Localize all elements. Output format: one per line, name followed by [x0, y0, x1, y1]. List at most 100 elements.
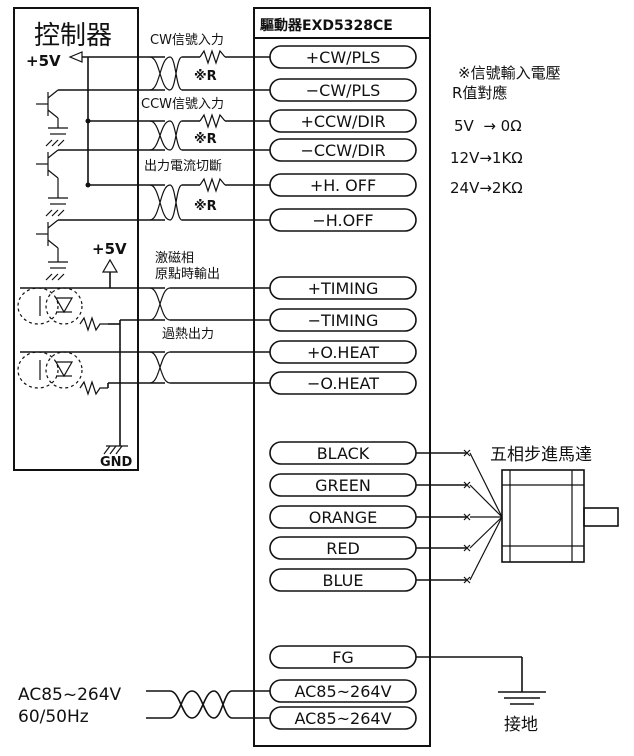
ground-label: 接地: [504, 715, 538, 735]
terminal-box: [269, 173, 417, 197]
terminal-label: −TIMING: [308, 311, 379, 330]
twisted-pair-icon: [149, 120, 183, 151]
vcc2-label: +5V: [92, 240, 127, 258]
driver-box: [253, 7, 431, 747]
terminal-output-2: +O.HEAT: [269, 340, 417, 364]
motor-leads: [469, 452, 503, 581]
twisted-pair-icon: [149, 184, 183, 221]
terminal-motor-1: GREEN: [269, 473, 417, 497]
terminal-power-0: FG: [269, 645, 417, 669]
connector-x-icon: [463, 449, 471, 584]
ground-icon: [45, 203, 66, 217]
twisted-pair-icon: [149, 56, 183, 91]
power-label-1: AC85~264V: [18, 685, 122, 705]
photocoupler-icon: [17, 351, 83, 389]
terminal-box: [269, 208, 417, 232]
vcc-arrow-icon: [68, 51, 83, 63]
resistor-icon: [199, 49, 226, 65]
terminal-motor-2: ORANGE: [269, 505, 417, 529]
note-row: 12V→1KΩ: [450, 149, 523, 167]
transistor-icon: [36, 219, 68, 263]
terminal-label: AC85~264V: [294, 682, 391, 701]
timing-signal-label: 激磁相 原點時輸出: [155, 251, 220, 282]
terminal-label: +CCW/DIR: [300, 112, 385, 131]
terminal-label: +CW/PLS: [306, 48, 381, 67]
terminal-label: +O.HEAT: [307, 343, 379, 362]
twisted-pair-icon: [149, 287, 171, 321]
power-label-2: 60/50Hz: [18, 707, 89, 727]
terminal-label: +TIMING: [308, 279, 379, 298]
r-note-label: ※R: [194, 199, 217, 214]
oheat-signal-label: 過熱出力: [162, 327, 214, 342]
terminal-box: [269, 371, 417, 395]
terminal-label: −CCW/DIR: [300, 141, 385, 160]
ground-icon: [103, 445, 128, 455]
terminal-motor-0: BLACK: [269, 441, 417, 465]
terminal-group: +CW/PLS −CW/PLS +CCW/DIR −CCW/DIR +H. OFF −H.…: [269, 45, 417, 730]
gnd-label: GND: [100, 455, 133, 470]
r-note-label: ※R: [194, 69, 217, 84]
note-row: 5V → 0Ω: [454, 117, 522, 135]
terminal-label: −CW/PLS: [306, 81, 381, 100]
terminal-label: ORANGE: [309, 508, 377, 527]
terminal-power-1: AC85~264V: [269, 679, 417, 703]
note-line2: R值對應: [452, 84, 507, 102]
terminal-output-3: −O.HEAT: [269, 371, 417, 395]
terminal-output-0: +TIMING: [269, 276, 417, 300]
terminal-box: [269, 308, 417, 332]
resistor-icon: [199, 113, 226, 129]
terminal-label: RED: [326, 539, 360, 558]
resistor-icon: [199, 177, 226, 193]
ccw-signal-label: CCW信號入力: [141, 97, 224, 112]
twisted-pair-icon: [149, 351, 171, 384]
ground-icon: [45, 267, 66, 281]
terminal-input-3: −CCW/DIR: [269, 138, 417, 162]
controller-title: 控制器: [34, 21, 112, 51]
terminal-input-5: −H.OFF: [269, 208, 417, 232]
terminal-motor-3: RED: [269, 536, 417, 560]
terminal-label: −O.HEAT: [307, 374, 379, 393]
fg-wiring: [416, 656, 523, 692]
terminal-label: −H.OFF: [312, 211, 373, 230]
note-line1: ※信號輸入電壓: [458, 64, 561, 82]
motor-label: 五相步進馬達: [490, 445, 592, 465]
hoff-signal-label: 出力電流切斷: [144, 159, 222, 174]
earth-ground-icon: [498, 691, 546, 705]
terminal-label: FG: [332, 648, 354, 667]
terminal-output-1: −TIMING: [269, 308, 417, 332]
stepper-motor-icon: [501, 469, 619, 563]
controller-box: [13, 7, 139, 471]
terminal-power-2: AC85~264V: [269, 706, 417, 730]
terminal-label: BLACK: [317, 444, 370, 463]
terminal-input-4: +H. OFF: [269, 173, 417, 197]
terminal-box: [269, 78, 417, 102]
resistor-icon: [79, 316, 108, 332]
resistor-icon: [79, 380, 108, 396]
transistor-icon: [36, 89, 68, 129]
terminal-input-1: −CW/PLS: [269, 78, 417, 102]
terminal-label: BLUE: [323, 571, 364, 590]
signal-wiring: [170, 56, 270, 384]
motor-wiring: [416, 452, 466, 581]
terminal-input-2: +CCW/DIR: [269, 109, 417, 133]
vcc-label: +5V: [26, 52, 61, 70]
driver-title: 驅動器EXD5328CE: [260, 17, 393, 34]
power-wiring: [146, 690, 270, 719]
terminal-input-0: +CW/PLS: [269, 45, 417, 69]
photocoupler-icon: [17, 287, 83, 325]
terminal-box: [269, 276, 417, 300]
terminal-motor-4: BLUE: [269, 568, 417, 592]
terminal-box: [269, 45, 417, 69]
terminal-box: [269, 109, 417, 133]
ground-icon: [45, 133, 66, 147]
transistor-icon: [36, 149, 68, 199]
vcc2-arrow-icon: [101, 258, 119, 273]
terminal-box: [269, 340, 417, 364]
note-row: 24V→2KΩ: [450, 179, 523, 197]
r-note-label: ※R: [194, 132, 217, 147]
terminal-label: GREEN: [315, 476, 371, 495]
cw-signal-label: CW信號入力: [150, 33, 224, 48]
terminal-label: AC85~264V: [294, 709, 391, 728]
terminal-label: +H. OFF: [310, 176, 376, 195]
